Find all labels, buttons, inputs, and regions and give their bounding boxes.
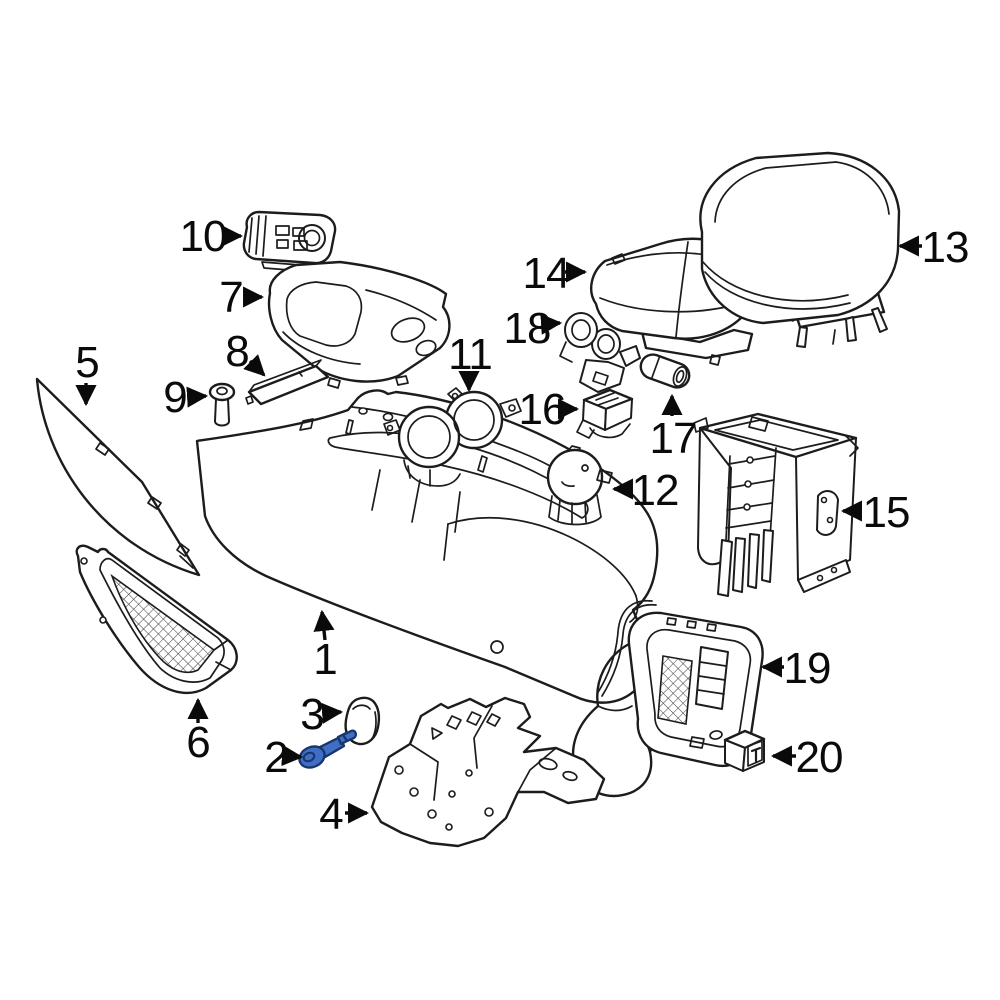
callout-12-label: 12 (632, 466, 679, 515)
callout-10-label: 10 (180, 212, 227, 261)
callout-9-arrow (186, 386, 209, 408)
part-18-retainer-clip-drawing (559, 312, 641, 393)
callout-14-label: 14 (523, 249, 570, 298)
callout-9: 9 (163, 373, 209, 422)
callout-16-label: 16 (519, 385, 566, 434)
callout-15-label: 15 (863, 488, 910, 537)
callout-18: 18 (504, 304, 563, 353)
callout-4-label: 4 (319, 790, 343, 839)
callouts: 1 2 3 4 5 6 7 8 (75, 212, 969, 839)
callout-14: 14 (523, 249, 588, 298)
callout-1-label: 1 (313, 635, 336, 684)
part-19-rear-vent-bezel-drawing (571, 599, 764, 798)
callout-18-arrow (540, 313, 563, 335)
part-6-side-grille-panel-drawing (75, 544, 238, 695)
callout-4: 4 (319, 790, 370, 839)
callout-17: 17 (650, 393, 697, 463)
callout-11-label: 11 (448, 330, 492, 379)
part-15-rear-frame-drawing (693, 412, 859, 597)
part-5-side-trim-panel-drawing (35, 377, 201, 577)
callout-9-label: 9 (163, 373, 186, 422)
part-20-rear-switch-drawing (723, 729, 766, 772)
callout-17-label: 17 (650, 414, 697, 463)
part-13-armrest-lid-drawing (699, 151, 901, 348)
callout-6-label: 6 (186, 718, 209, 767)
part-11-cup-holder-drawing (383, 387, 522, 487)
callout-1-arrow (313, 609, 335, 641)
part-4-mounting-bracket-drawing (370, 696, 606, 848)
part-8-trim-plate-drawing (245, 359, 330, 406)
callout-8-label: 8 (225, 327, 248, 376)
callout-5-label: 5 (75, 338, 98, 387)
callout-2-label: 2 (264, 733, 287, 782)
callout-13: 13 (897, 223, 969, 272)
part-17-power-outlet-drawing (639, 353, 691, 389)
callout-7-label: 7 (219, 273, 242, 322)
callout-12: 12 (611, 466, 679, 515)
callout-5: 5 (75, 338, 100, 407)
callout-1: 1 (313, 609, 338, 684)
callout-8-arrow (243, 354, 266, 377)
callout-15: 15 (840, 488, 910, 537)
callout-18-label: 18 (504, 304, 551, 353)
part-12-round-knob-drawing (546, 445, 613, 526)
callout-10: 10 (180, 212, 244, 261)
callout-3: 3 (300, 690, 344, 739)
callout-3-arrow (321, 702, 344, 724)
callout-19: 19 (760, 644, 831, 693)
callout-20: 20 (770, 733, 843, 782)
part-9-trim-screw-drawing (208, 382, 236, 427)
part-7-front-trim-bezel-drawing (267, 260, 451, 389)
part-2-highlighted-screw-drawing (298, 729, 358, 769)
callout-20-label: 20 (796, 733, 843, 782)
callout-3-label: 3 (300, 690, 323, 739)
callout-13-label: 13 (922, 223, 969, 272)
callout-19-label: 19 (784, 644, 831, 693)
callout-7: 7 (219, 273, 265, 322)
part-16-latch-drawing (576, 388, 634, 439)
callout-8: 8 (225, 327, 266, 377)
callout-6: 6 (186, 697, 211, 767)
part-10-switch-panel-drawing (242, 210, 337, 272)
callout-16: 16 (519, 385, 580, 434)
callout-2: 2 (264, 733, 304, 782)
callout-11: 11 (448, 330, 493, 393)
callout-2-arrow (281, 745, 304, 767)
